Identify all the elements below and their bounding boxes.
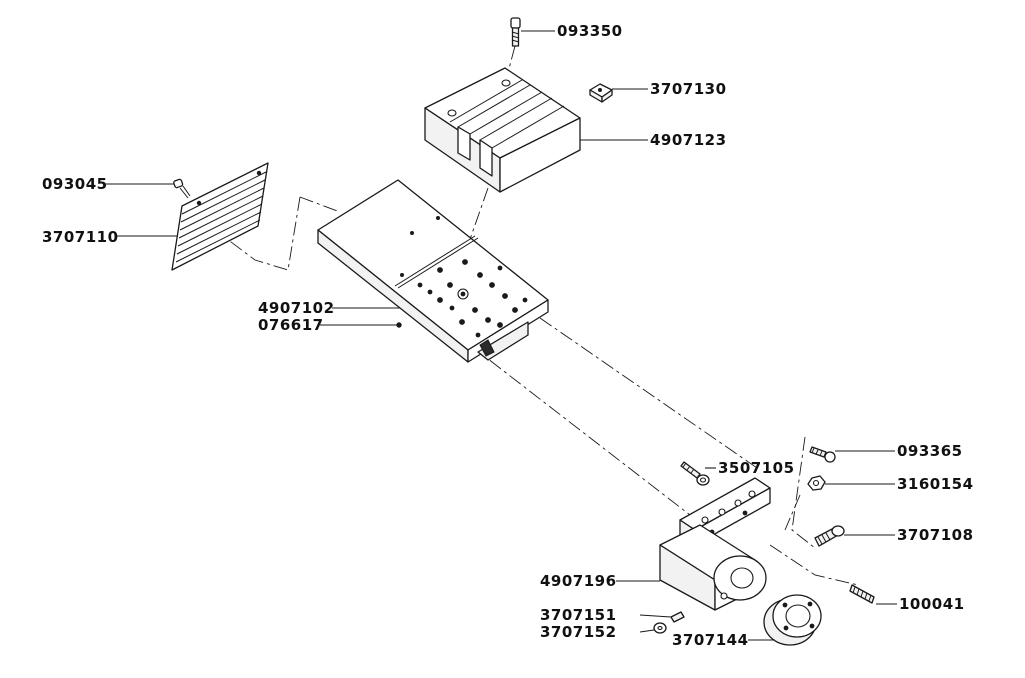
label-3507105: 3507105 <box>718 459 795 477</box>
pin-076617 <box>396 322 402 328</box>
label-3707151: 3707151 <box>540 606 617 624</box>
label-093365: 093365 <box>897 442 963 460</box>
cross-slide-4907102 <box>317 179 549 363</box>
stud-3707108 <box>814 525 845 547</box>
label-3707108: 3707108 <box>897 526 974 544</box>
label-093045: 093045 <box>42 175 108 193</box>
assembly-center-lines <box>214 187 859 586</box>
pin-3707151 <box>670 611 685 623</box>
bearing-ring-3707144 <box>763 594 822 646</box>
t-slot-table-4907123 <box>424 67 581 193</box>
leader-lines <box>105 30 897 641</box>
screw-093350 <box>505 17 521 81</box>
screw-093365 <box>809 446 836 463</box>
label-4907196: 4907196 <box>540 572 617 590</box>
label-093350: 093350 <box>557 22 623 40</box>
label-3707130: 3707130 <box>650 80 727 98</box>
end-housing-4907196 <box>659 477 771 611</box>
label-4907123: 4907123 <box>650 131 727 149</box>
t-nut-3707130 <box>589 83 613 103</box>
label-3707152: 3707152 <box>540 623 617 641</box>
screw-3707152 <box>653 622 667 634</box>
label-3707110: 3707110 <box>42 228 119 246</box>
label-3707144: 3707144 <box>672 631 749 649</box>
cover-plate-3707110 <box>171 162 269 271</box>
label-100041: 100041 <box>899 595 965 613</box>
spring-100041 <box>849 584 875 604</box>
screw-093045 <box>173 178 191 199</box>
label-076617: 076617 <box>258 316 324 334</box>
label-4907102: 4907102 <box>258 299 335 317</box>
part-number-labels: 093350 3707130 4907123 093045 3707110 49… <box>42 22 974 649</box>
screw-3507105 <box>680 461 710 486</box>
nut-3160154 <box>807 475 826 491</box>
label-3160154: 3160154 <box>897 475 974 493</box>
